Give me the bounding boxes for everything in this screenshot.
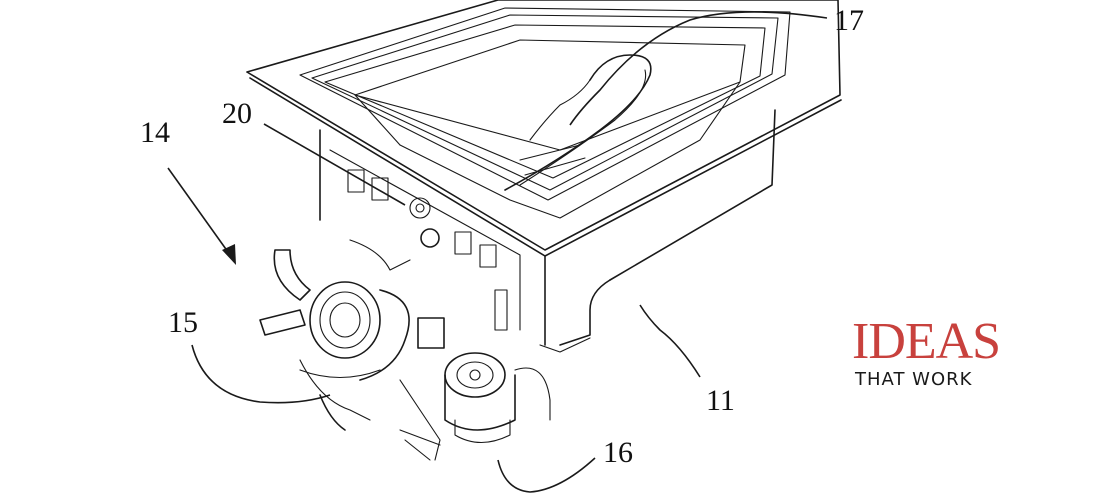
label-17: 17: [834, 4, 864, 37]
label-11: 11: [706, 384, 735, 417]
ideas-that-work-logo: IDEAS THAT WORK: [852, 313, 1001, 390]
component-assembly-illustration: [259, 239, 551, 461]
arrowhead-14: [222, 244, 236, 265]
tub-illustration: [246, 0, 842, 353]
logo-main-text: IDEAS: [852, 313, 1000, 370]
leader-lines: [167, 11, 828, 493]
label-14: 14: [140, 116, 170, 149]
logo-sub-text: THAT WORK: [854, 369, 973, 390]
label-15: 15: [168, 306, 198, 339]
label-16: 16: [603, 436, 633, 469]
label-20: 20: [222, 97, 252, 130]
